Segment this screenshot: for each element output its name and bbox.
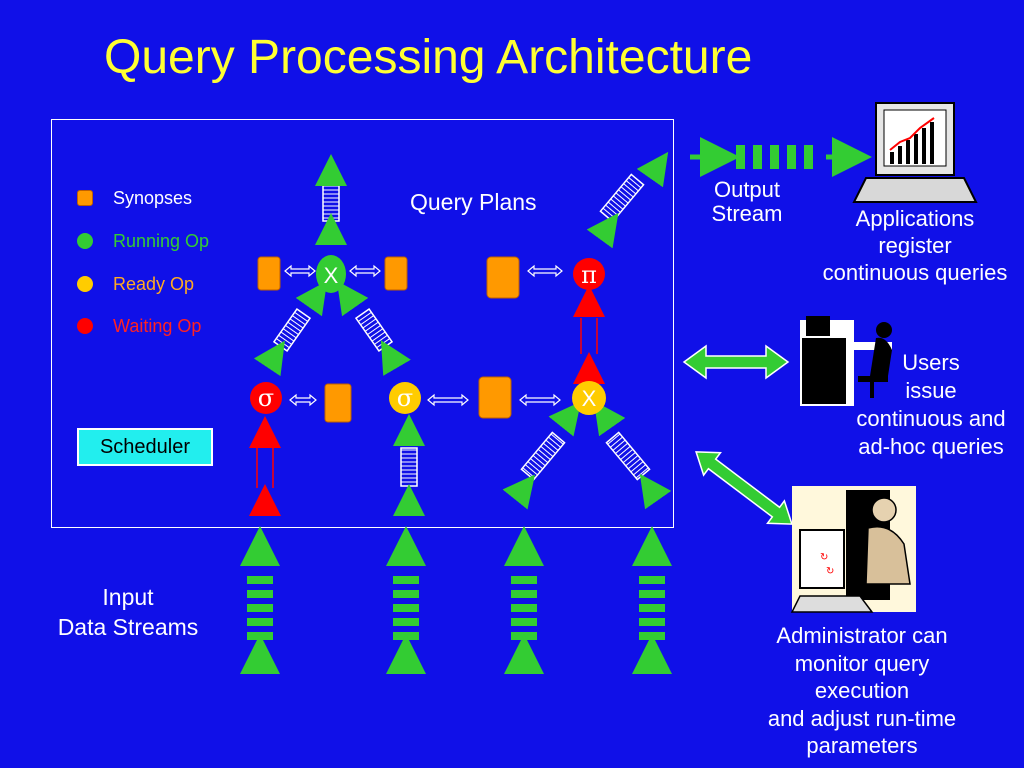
arrow-queue-left-in: [295, 280, 328, 317]
svg-text:σ: σ: [397, 384, 413, 412]
op-join-top: X: [316, 255, 346, 293]
arrow-sel-left-out: [253, 340, 285, 377]
synopsis-2: [384, 256, 408, 291]
users-line-3: continuous and: [856, 406, 1006, 431]
query-plans-label: Query Plans: [410, 189, 537, 215]
svg-text:σ: σ: [258, 384, 274, 412]
admin-two-way-arrow: [695, 451, 793, 525]
input-stream-2: [386, 526, 426, 674]
queue-output-plan: [599, 173, 645, 223]
applications-line-3: continuous queries: [822, 260, 1008, 285]
users-line-4: ad-hoc queries: [858, 434, 1004, 459]
arrow-input-join2-left: [502, 474, 535, 510]
applications-line-2: register: [878, 233, 952, 258]
input-stream-3: [504, 526, 544, 674]
op-project: π: [573, 258, 605, 290]
arrow-project-out: [586, 213, 619, 249]
administrator-line-2: monitor query: [794, 650, 930, 676]
arrow-sel-mid-out: [380, 340, 411, 376]
legend-synopses-label: Synopses: [113, 187, 193, 208]
svg-text:X: X: [324, 263, 339, 288]
input-stream-4: [632, 526, 672, 674]
legend-waiting: Waiting Op: [77, 315, 201, 337]
svg-text:↻: ↻: [820, 552, 828, 563]
output-stream-label: Output Stream: [700, 178, 794, 226]
users-line-2: issue: [905, 378, 957, 403]
administrator-line-3: execution: [814, 678, 910, 703]
synopsis-1: [257, 256, 281, 291]
output-stream-arrow: [690, 137, 872, 177]
users-line-1: Users: [902, 350, 960, 375]
legend-synopses: Synopses: [77, 187, 192, 209]
administrator-line-4: and adjust run-time: [767, 705, 957, 731]
administrator-line-5: parameters: [806, 733, 918, 758]
svg-text:π: π: [581, 261, 597, 289]
waiting-queue-project: [573, 285, 605, 384]
queue-join2-right: [605, 431, 651, 481]
synopsis-icon: [77, 190, 93, 206]
link-syn3-project: [527, 264, 563, 278]
applications-label: Applications register continuous queries: [806, 205, 1024, 286]
synopsis-3: [486, 256, 520, 299]
arrow-join2-right-in: [593, 400, 626, 437]
queue-join-left: [272, 307, 312, 353]
svg-text:↻: ↻: [826, 566, 834, 577]
administrator-label: Administrator can monitor query executio…: [730, 622, 994, 760]
arrow-plan-output: [636, 151, 669, 188]
arrow-queue-right-in: [336, 280, 369, 317]
output-stream-line-2: Stream: [711, 201, 783, 226]
input-streams-label: Input Data Streams: [30, 582, 226, 642]
arrow-input-join2-right: [639, 473, 672, 510]
svg-text:X: X: [582, 386, 597, 411]
legend-running-label: Running Op: [113, 230, 210, 251]
arrow-join2-left-in: [548, 401, 581, 437]
queue-join-right: [354, 307, 394, 353]
laptop-chart-icon: [852, 102, 978, 203]
link-sel-syn4: [289, 393, 317, 407]
user-computer-icon: [800, 316, 892, 406]
synopsis-4: [324, 383, 352, 423]
applications-line-1: Applications: [855, 206, 975, 231]
ready-op-icon: [77, 276, 93, 292]
link-syn1-join: [284, 264, 316, 278]
input-stream-1: [240, 526, 280, 674]
link-syn5-join2: [519, 393, 561, 407]
users-two-way-arrow: [682, 344, 790, 380]
link-sel-syn5: [427, 393, 469, 407]
queue-top-left: [322, 184, 340, 222]
administrator-line-1: Administrator can: [776, 623, 948, 648]
legend-ready-label: Ready Op: [113, 273, 195, 294]
administrator-icon: ↻ ↻: [790, 486, 916, 613]
input-streams-line-2: Data Streams: [57, 614, 199, 640]
page-title: Query Processing Architecture: [104, 31, 753, 84]
op-select-mid: σ: [389, 382, 421, 414]
queue-join2-left: [520, 431, 566, 481]
scheduler-box: Scheduler: [77, 428, 213, 466]
output-stream-line-1: Output: [713, 177, 781, 202]
waiting-queue-left: [249, 416, 281, 516]
synopsis-5: [478, 376, 512, 419]
link-join-syn2: [349, 264, 381, 278]
legend-running: Running Op: [77, 230, 209, 252]
waiting-op-icon: [77, 318, 93, 334]
legend-waiting-label: Waiting Op: [113, 315, 202, 336]
op-select-left: σ: [250, 382, 282, 414]
input-streams-line-1: Input: [102, 584, 154, 610]
op-join-right: X: [572, 381, 606, 415]
legend-ready: Ready Op: [77, 273, 194, 295]
running-op-icon: [77, 233, 93, 249]
queue-select-mid: [400, 447, 418, 487]
users-label: Users issue continuous and ad-hoc querie…: [838, 349, 1024, 461]
query-processor-panel: [51, 119, 674, 528]
